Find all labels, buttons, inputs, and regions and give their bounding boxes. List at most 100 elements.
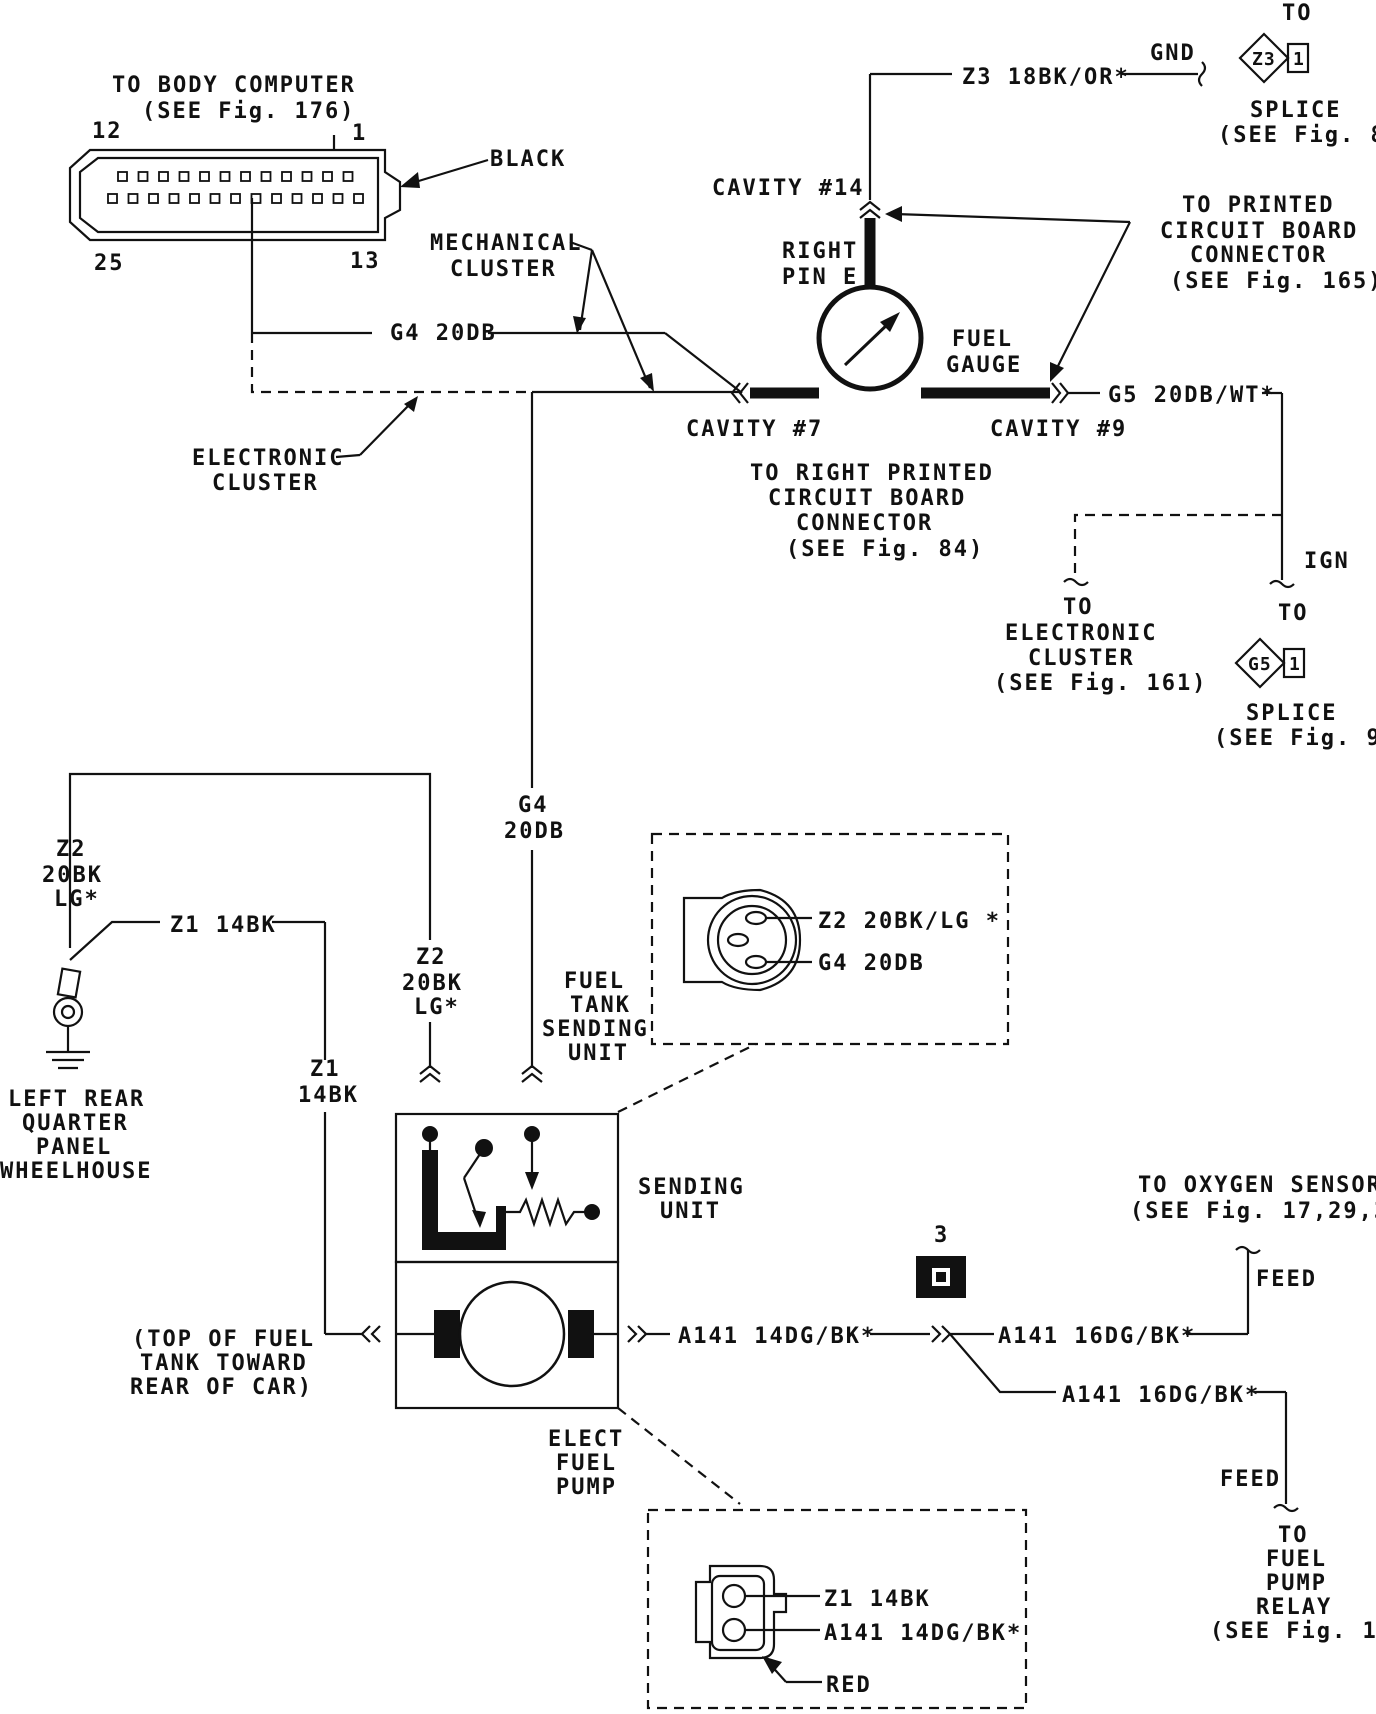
ground-label-2: QUARTER: [22, 1111, 129, 1136]
z2-left-color: LG*: [54, 887, 100, 912]
tank-note-3: REAR OF CAR): [130, 1375, 313, 1400]
z1-wire-label: Z1 14BK: [170, 913, 277, 938]
pcb-label-3: CONNECTOR: [1190, 243, 1327, 268]
ground-label-1: LEFT REAR: [8, 1087, 145, 1112]
splice-3-tag: [916, 1256, 966, 1298]
electronic-cluster-fig-ref: (SEE Fig. 161): [994, 671, 1207, 696]
g5-wire-label: G5 20DB/WT*: [1108, 383, 1276, 408]
g5-splice-label: SPLICE: [1246, 701, 1337, 726]
connector-pin: [271, 193, 282, 204]
z2-left-label: Z2: [56, 837, 87, 862]
mechanical-cluster-label: CLUSTER: [450, 257, 557, 282]
tank-note-2: TANK TOWARD: [140, 1351, 308, 1376]
oxygen-sensor-label: TO OXYGEN SENSOR: [1138, 1173, 1376, 1198]
cavity-9-label: CAVITY #9: [990, 417, 1127, 442]
g4-wire-label-top: G4 20DB: [390, 321, 497, 346]
feed-relay-label: FEED: [1220, 1467, 1281, 1492]
relay-fig-ref: (SEE Fig. 116): [1210, 1619, 1376, 1644]
pump-label-1: ELECT: [548, 1427, 624, 1452]
g5-to-label: TO: [1278, 601, 1309, 626]
electronic-cluster-label: CLUSTER: [212, 471, 319, 496]
z3-to-label: TO: [1282, 1, 1313, 26]
feed-oxygen-label: FEED: [1256, 1267, 1317, 1292]
ftsu-label-1: FUEL: [564, 969, 625, 994]
pump-pin-z1-label: Z1 14BK: [824, 1587, 931, 1612]
ground-eyelet: [46, 967, 90, 1070]
pump-connector-detail-box: [646, 1508, 1028, 1710]
z3-splice-label: SPLICE: [1250, 98, 1341, 123]
sender-connector-detail-box: [650, 832, 1010, 1046]
ftsu-label-3: SENDING: [542, 1017, 649, 1042]
connector-pin: [189, 193, 200, 204]
gauge-label: GAUGE: [946, 353, 1022, 378]
connector-pin: [158, 171, 169, 182]
connector-pin: [137, 171, 149, 182]
right-pcb-label-1: TO RIGHT PRINTED: [750, 461, 994, 486]
ground-label-3: PANEL: [36, 1135, 112, 1160]
pump-connector-color-red: RED: [826, 1673, 872, 1698]
connector-pin: [219, 171, 231, 182]
pin-25-label: 25: [94, 251, 125, 276]
connector-pin: [199, 171, 210, 182]
connector-pin: [107, 193, 118, 204]
electronic-cluster-to: TO: [1063, 595, 1094, 620]
z3-tag-pin: 1: [1293, 49, 1305, 70]
g5-tag-pin: 1: [1289, 654, 1301, 675]
pcb-label-2: CIRCUIT BOARD: [1160, 219, 1358, 244]
pcb-label-1: TO PRINTED: [1182, 193, 1334, 218]
electronic-label: ELECTRONIC: [192, 446, 344, 471]
right-label: RIGHT: [782, 239, 858, 264]
cavity-14-label: CAVITY #14: [712, 176, 864, 201]
a141-16-oxygen-label: A141 16DG/BK*: [998, 1324, 1196, 1349]
connector-pin: [148, 193, 159, 204]
pin-e-label: PIN E: [782, 265, 858, 290]
pump-pin-a141-label: A141 14DG/BK*: [824, 1621, 1022, 1646]
ftsu-label-4: UNIT: [568, 1041, 629, 1066]
connector-pin: [342, 171, 354, 182]
gnd-label: GND: [1150, 41, 1196, 66]
body-computer-connector: [68, 135, 402, 242]
relay-pump-label: PUMP: [1266, 1571, 1327, 1596]
sending-unit-label-1: SENDING: [638, 1175, 745, 1200]
connector-pin: [127, 193, 139, 204]
body-computer-label: TO BODY COMPUTER: [112, 73, 356, 98]
z1-vertical-label: Z1: [310, 1057, 341, 1082]
sending-unit-variable-resistor: [422, 1126, 600, 1250]
pump-connector-plug: [694, 1564, 822, 1684]
z1-vertical-gauge: 14BK: [298, 1083, 359, 1108]
splice-3-label: 3: [934, 1223, 949, 1248]
connector-pin: [240, 171, 251, 182]
connector-pin: [117, 171, 128, 182]
connector-pin: [209, 193, 221, 204]
g5-tag-text: G5: [1248, 654, 1272, 675]
electronic-cluster-ref-2: CLUSTER: [1028, 646, 1135, 671]
tank-note-1: (TOP OF FUEL: [132, 1327, 315, 1352]
pump-label-3: PUMP: [556, 1475, 617, 1500]
ftsu-label-2: TANK: [570, 993, 631, 1018]
connector-pin: [301, 171, 313, 182]
pcb-fig-ref: (SEE Fig. 165): [1170, 269, 1376, 294]
g5-splice-fig-ref: (SEE Fig. 92): [1214, 726, 1376, 751]
sender-pin-g4-label: G4 20DB: [818, 951, 925, 976]
right-pcb-label-3: CONNECTOR: [796, 511, 933, 536]
ign-label: IGN: [1304, 549, 1350, 574]
connector-pin: [178, 171, 190, 182]
z3-splice-fig-ref: (SEE Fig. 81): [1218, 123, 1376, 148]
electronic-cluster-ref-1: ELECTRONIC: [1005, 621, 1157, 646]
right-pcb-fig-ref: (SEE Fig. 84): [786, 537, 984, 562]
connector-pin: [322, 171, 333, 182]
z2-right-label: Z2: [416, 945, 447, 970]
connector-pin: [260, 171, 272, 182]
z2-left-gauge: 20BK: [42, 863, 103, 888]
sending-unit-label-2: UNIT: [660, 1199, 721, 1224]
a141-16-relay-label: A141 16DG/BK*: [1062, 1383, 1260, 1408]
z3-wire-label: Z3 18BK/OR*: [962, 65, 1130, 90]
relay-to-label: TO: [1278, 1523, 1309, 1548]
pin-12-label: 12: [92, 119, 123, 144]
ground-label-4: WHEELHOUSE: [0, 1159, 152, 1184]
sender-connector-plug: [682, 888, 812, 992]
fuel-pump-motor: [396, 1280, 618, 1388]
pump-label-2: FUEL: [556, 1451, 617, 1476]
connector-pin: [230, 193, 241, 204]
